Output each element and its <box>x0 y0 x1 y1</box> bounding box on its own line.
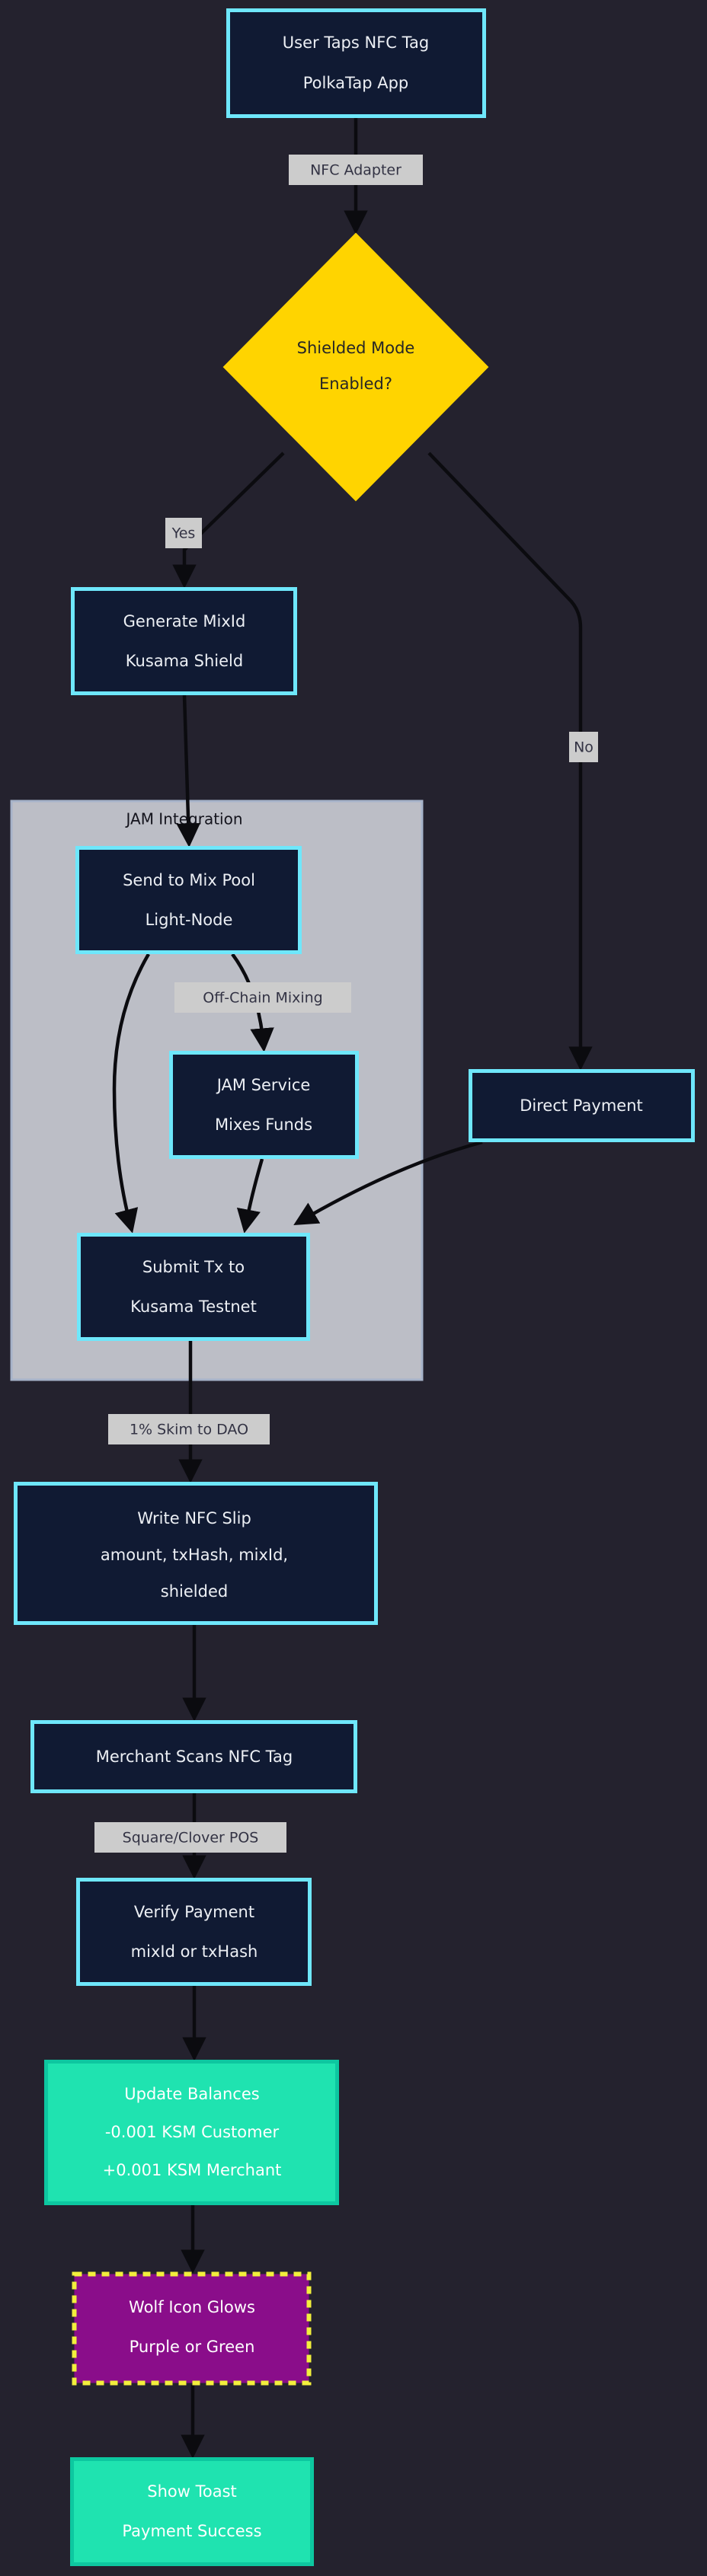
node-write-nfc-slip[interactable]: Write NFC Slip amount, txHash, mixId, sh… <box>14 1482 378 1625</box>
node-update-balances-box <box>44 2060 339 2205</box>
edge-label-nfc-adapter-bg <box>289 155 423 185</box>
node-merchant-scans-nfc-tag-box <box>30 1720 357 1793</box>
node-shielded-mode-enabled-line1: Shielded Mode <box>297 339 415 357</box>
node-user-taps-nfc-tag-line2: PolkaTap App <box>303 74 409 92</box>
node-shielded-mode-enabled-diamond <box>222 232 489 502</box>
node-send-to-mix-pool-line2: Light-Node <box>146 911 233 929</box>
node-generate-mixid-line1: Generate MixId <box>123 612 246 630</box>
edge-label-yes-bg <box>165 518 202 548</box>
node-direct-payment-label: Direct Payment <box>520 1096 643 1115</box>
node-write-nfc-slip-line2: amount, txHash, mixId, <box>101 1546 288 1564</box>
node-show-toast-payment-success-line1: Show Toast <box>147 2482 237 2501</box>
node-generate-mixid-line2: Kusama Shield <box>126 652 243 670</box>
node-wolf-icon-glows-line1: Wolf Icon Glows <box>129 2298 255 2316</box>
node-send-to-mix-pool[interactable]: Send to Mix Pool Light-Node <box>75 846 302 954</box>
edge-layer <box>112 118 593 2459</box>
edge-label-square-clover-pos-text: Square/Clover POS <box>123 1830 259 1847</box>
node-update-balances-line2: -0.001 KSM Customer <box>105 2123 280 2141</box>
edge-label-no: No <box>569 732 598 762</box>
node-direct-payment[interactable]: Direct Payment <box>469 1069 695 1142</box>
node-submit-tx-to-kusama-testnet-line2: Kusama Testnet <box>130 1298 257 1316</box>
node-write-nfc-slip-box <box>14 1482 378 1625</box>
node-wolf-icon-glows[interactable]: Wolf Icon Glows Purple or Green <box>72 2271 312 2386</box>
node-send-to-mix-pool-box <box>75 846 302 954</box>
node-show-toast-payment-success[interactable]: Show Toast Payment Success <box>70 2457 314 2566</box>
node-show-toast-payment-success-line2: Payment Success <box>122 2522 261 2540</box>
node-user-taps-nfc-tag[interactable]: User Taps NFC Tag PolkaTap App <box>226 8 486 118</box>
node-verify-payment[interactable]: Verify Payment mixId or txHash <box>76 1878 312 1986</box>
edge-label-nfc-adapter: NFC Adapter <box>289 155 423 185</box>
cluster-jam-integration-title: JAM Integration <box>124 810 242 828</box>
node-verify-payment-line1: Verify Payment <box>134 1903 254 1921</box>
node-generate-mixid-box <box>71 587 297 695</box>
node-update-balances-line1: Update Balances <box>124 2085 259 2103</box>
node-update-balances[interactable]: Update Balances -0.001 KSM Customer +0.0… <box>44 2060 339 2205</box>
edge-label-skim-to-dao-text: 1% Skim to DAO <box>130 1422 248 1438</box>
edge-label-yes-text: Yes <box>171 525 196 542</box>
edge-label-off-chain-mixing-text: Off-Chain Mixing <box>203 990 323 1007</box>
node-jam-service-mixes-funds-line2: Mixes Funds <box>215 1116 312 1134</box>
node-shielded-mode-enabled[interactable]: Shielded Mode Enabled? <box>222 232 489 502</box>
node-submit-tx-to-kusama-testnet[interactable]: Submit Tx to Kusama Testnet <box>77 1233 310 1341</box>
node-verify-payment-line2: mixId or txHash <box>131 1942 258 1961</box>
node-submit-tx-to-kusama-testnet-box <box>77 1233 310 1341</box>
edge-label-off-chain-mixing: Off-Chain Mixing <box>174 982 351 1013</box>
node-wolf-icon-glows-line2: Purple or Green <box>130 2338 255 2356</box>
node-show-toast-payment-success-box <box>70 2457 314 2566</box>
edge-jamservice-to-submit <box>236 1158 264 1234</box>
edge-label-square-clover-pos: Square/Clover POS <box>94 1822 286 1853</box>
node-write-nfc-slip-line1: Write NFC Slip <box>137 1509 251 1527</box>
node-shielded-mode-enabled-line2: Enabled? <box>319 375 392 393</box>
edge-label-skim-to-dao: 1% Skim to DAO <box>108 1414 270 1444</box>
node-merchant-scans-nfc-tag[interactable]: Merchant Scans NFC Tag <box>30 1720 357 1793</box>
edge-label-off-chain-mixing-bg <box>174 982 351 1013</box>
edge-label-square-clover-pos-bg <box>94 1822 286 1853</box>
node-verify-payment-box <box>76 1878 312 1986</box>
edge-label-yes: Yes <box>165 518 202 548</box>
node-user-taps-nfc-tag-box <box>226 8 486 118</box>
edge-shielded-to-direct <box>427 452 593 1071</box>
node-direct-payment-box <box>469 1069 695 1142</box>
node-write-nfc-slip-line3: shielded <box>161 1582 228 1601</box>
node-generate-mixid[interactable]: Generate MixId Kusama Shield <box>71 587 297 695</box>
edge-label-no-bg <box>569 732 598 762</box>
node-send-to-mix-pool-line1: Send to Mix Pool <box>123 871 255 889</box>
node-merchant-scans-nfc-tag-label: Merchant Scans NFC Tag <box>96 1748 293 1766</box>
edge-shielded-to-mixid <box>172 452 285 589</box>
edge-direct-to-submit <box>293 1140 483 1225</box>
edge-label-nfc-adapter-text: NFC Adapter <box>310 162 401 179</box>
node-user-taps-nfc-tag-line1: User Taps NFC Tag <box>283 34 429 52</box>
edge-mixpool-to-submit <box>112 953 150 1234</box>
node-jam-service-mixes-funds-box <box>169 1051 359 1159</box>
edge-mixid-to-mixpool <box>176 694 201 847</box>
node-update-balances-line3: +0.001 KSM Merchant <box>103 2161 282 2179</box>
node-submit-tx-to-kusama-testnet-line1: Submit Tx to <box>142 1258 245 1276</box>
edge-label-no-text: No <box>574 739 593 756</box>
node-jam-service-mixes-funds[interactable]: JAM Service Mixes Funds <box>169 1051 359 1159</box>
edge-label-skim-to-dao-bg <box>108 1414 270 1444</box>
node-wolf-icon-glows-box <box>72 2271 312 2386</box>
node-jam-service-mixes-funds-line1: JAM Service <box>216 1076 311 1094</box>
